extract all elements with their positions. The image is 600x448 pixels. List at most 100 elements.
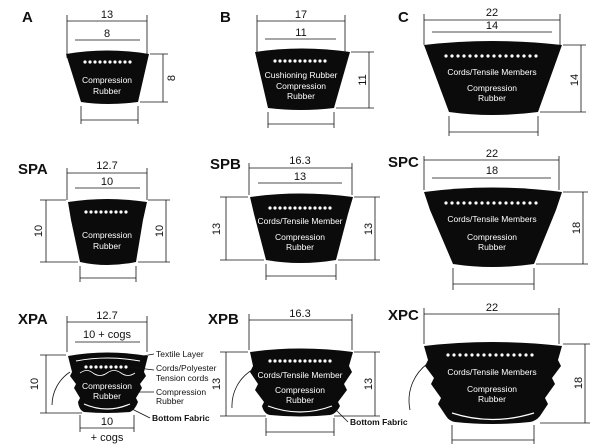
belt-b-material-2: Compression	[276, 81, 326, 91]
callout-cords-1: Cords/Polyester	[156, 363, 217, 373]
belt-a-label: A	[22, 9, 33, 26]
belt-xpa-bottom-sub: + cogs	[91, 432, 124, 444]
belt-spc-top-width: 22	[486, 148, 498, 160]
belt-b-top-width: 17	[295, 9, 307, 21]
belt-xpa-inner-width: 10 + cogs	[83, 329, 132, 341]
belt-a-material-1: Compression	[82, 75, 132, 85]
belt-spa-material-1: Compression	[82, 230, 132, 240]
callout-cords-2: Tension cords	[156, 373, 208, 383]
belt-spa-top-width: 12.7	[96, 160, 117, 172]
belt-xpb-height-left: 13	[211, 378, 223, 390]
belt-spb-height-left: 13	[211, 223, 223, 235]
belt-a-top-width: 13	[101, 9, 113, 21]
belt-b-material-1: Cushioning Rubber	[265, 70, 338, 80]
belt-spb-profile	[250, 193, 353, 263]
belt-spc-material-2: Rubber	[478, 242, 506, 252]
belt-xpb-height-right: 13	[363, 378, 375, 390]
belt-spa-height-right: 10	[154, 225, 166, 237]
belt-xpa-height: 10	[29, 378, 41, 390]
belt-xpb: XPB 16.3 Cords/Tensile Member Compressio…	[208, 308, 408, 436]
belt-xpa-material-2: Rubber	[93, 391, 121, 401]
callout-textile-layer: Textile Layer	[156, 349, 204, 359]
belt-spa-material-2: Rubber	[93, 241, 121, 251]
belt-c-material-2: Rubber	[478, 93, 506, 103]
belt-xpb-top-width: 16.3	[289, 308, 310, 320]
belt-xpc-bottom-fabric-line	[451, 412, 535, 421]
belt-spb-height-right: 13	[363, 223, 375, 235]
belt-spb-top-width: 16.3	[289, 155, 310, 167]
belt-spc-cords-label: Cords/Tensile Members	[447, 214, 536, 224]
belt-b-label: B	[220, 9, 231, 26]
belt-spc-inner-width: 18	[486, 165, 498, 177]
belt-spa-label: SPA	[18, 161, 48, 178]
belt-xpa-bottom-fabric-line	[83, 403, 131, 410]
callout-compression-1: Compression	[156, 387, 206, 397]
belt-b-inner-width: 11	[295, 27, 306, 39]
belt-xpa-top-width: 12.7	[96, 310, 117, 322]
belt-b-cords	[273, 59, 327, 63]
belt-xpa: XPA 12.7 10 + cogs Compression Rubber 10…	[18, 310, 217, 444]
belt-a-cords	[83, 60, 132, 64]
belt-b-material-3: Rubber	[287, 91, 315, 101]
belt-spb-cords-label: Cords/Tensile Member	[257, 216, 342, 226]
belt-spc-cords	[444, 201, 538, 205]
belt-spb: SPB 16.3 13 Cords/Tensile Member Compres…	[210, 155, 380, 280]
belt-xpc-profile	[424, 342, 562, 424]
belt-spa-height-left: 10	[33, 225, 45, 237]
belt-xpa-textile-line	[75, 357, 141, 362]
callout-compression-2: Rubber	[156, 396, 184, 406]
belt-xpc: XPC 22 Cords/Tensile Members Compression…	[388, 302, 590, 444]
belt-b-height: 11	[357, 74, 369, 85]
belt-spb-material-2: Rubber	[286, 242, 314, 252]
belt-spb-inner-width: 13	[294, 171, 306, 183]
belt-xpc-cords	[446, 353, 534, 357]
belt-xpc-cords-label: Cords/Tensile Members	[447, 367, 536, 377]
belt-spc-profile	[424, 187, 562, 267]
belt-xpa-cords	[84, 365, 128, 369]
belt-xpb-cords	[268, 359, 332, 363]
belt-spc-material-1: Compression	[467, 232, 517, 242]
belt-b-profile	[255, 48, 350, 110]
belt-a-material-2: Rubber	[93, 86, 121, 96]
belt-xpa-material-1: Compression	[82, 381, 132, 391]
belt-xpb-cords-label: Cords/Tensile Member	[257, 370, 342, 380]
belt-c-material-1: Compression	[467, 83, 517, 93]
belt-xpc-top-width: 22	[486, 302, 498, 314]
belt-c-cords	[444, 54, 538, 58]
belt-a-profile	[66, 50, 149, 104]
belt-xpa-bottom-width: 10	[101, 416, 113, 428]
belt-spb-cords	[268, 206, 332, 210]
belt-spb-label: SPB	[210, 156, 241, 173]
belt-c-profile	[424, 41, 562, 115]
belt-xpb-profile	[250, 348, 353, 417]
belt-xpc-height: 18	[573, 377, 585, 389]
belt-xpb-material-2: Rubber	[286, 395, 314, 405]
belt-a: A 13 8 Compression Rubber 8	[22, 9, 178, 124]
callout-bottom-fabric: Bottom Fabric	[152, 413, 210, 423]
belt-b: B 17 11 Cushioning Rubber Compression Ru…	[220, 9, 374, 128]
belt-xpc-material-1: Compression	[467, 384, 517, 394]
belt-xpa-profile	[68, 352, 148, 413]
belt-a-height: 8	[166, 75, 178, 81]
belt-c-top-width: 22	[486, 7, 498, 19]
belt-c-label: C	[398, 9, 409, 26]
belt-xpa-label: XPA	[18, 311, 48, 328]
belt-xpb-bottom-fabric-line	[267, 405, 333, 413]
belt-c-cords-label: Cords/Tensile Members	[447, 67, 536, 77]
belt-spa-profile	[68, 199, 147, 265]
belt-xpc-material-2: Rubber	[478, 394, 506, 404]
belt-spa: SPA 12.7 10 Compression Rubber 10 10	[18, 160, 170, 282]
belt-spc-height: 18	[571, 222, 583, 234]
belt-spb-material-1: Compression	[275, 232, 325, 242]
belt-spc: SPC 22 18 Cords/Tensile Members Compress…	[388, 148, 588, 290]
belt-xpb-material-1: Compression	[275, 385, 325, 395]
belt-c-height: 14	[569, 74, 581, 86]
belt-spc-label: SPC	[388, 154, 419, 171]
belt-c-inner-width: 14	[486, 20, 498, 32]
belt-c: C 22 14 Cords/Tensile Members Compressio…	[398, 7, 586, 136]
belt-xpb-label: XPB	[208, 311, 239, 328]
belt-a-inner-width: 8	[104, 28, 110, 40]
belt-spa-cords	[84, 210, 128, 214]
belt-xpc-label: XPC	[388, 307, 419, 324]
